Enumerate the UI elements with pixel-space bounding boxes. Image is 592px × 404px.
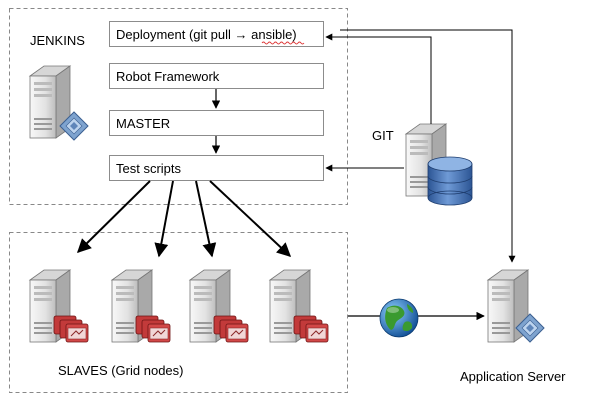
arrow-scripts-to-slave-2 <box>154 180 174 258</box>
slave-node-1 <box>29 269 89 343</box>
step-master-label: MASTER <box>116 116 170 131</box>
slaves-group <box>9 232 348 393</box>
step-robot-framework: Robot Framework <box>109 63 324 89</box>
slave-node-3 <box>189 269 249 343</box>
step-deployment-label: Deployment (git pull → ansible) <box>116 27 297 42</box>
jenkins-title: JENKINS <box>30 33 85 48</box>
arrow-scripts-to-slave-3 <box>195 180 217 258</box>
app-server-icon <box>487 269 545 343</box>
database-icon <box>427 156 473 206</box>
slave-node-4 <box>269 269 329 343</box>
arrow-scripts-to-slave-1 <box>77 180 151 253</box>
jenkins-group <box>9 8 348 205</box>
step-deployment: Deployment (git pull → ansible) <box>109 21 324 47</box>
arrow-deployment-to-app-server <box>340 29 516 263</box>
slave-node-2 <box>111 269 171 343</box>
step-master: MASTER <box>109 110 324 136</box>
globe-icon <box>379 298 419 338</box>
step-test-scripts-label: Test scripts <box>116 161 182 176</box>
arrow-scripts-to-slave-4 <box>209 180 292 257</box>
slaves-label: SLAVES (Grid nodes) <box>58 363 183 378</box>
step-test-scripts: Test scripts <box>109 155 324 181</box>
jenkins-server-icon <box>29 65 89 141</box>
step-robot-framework-label: Robot Framework <box>116 69 220 84</box>
git-label: GIT <box>372 128 394 143</box>
spellcheck-underline <box>261 41 305 45</box>
app-server-label: Application Server <box>460 369 566 384</box>
arrow-git-to-deployment <box>325 33 432 124</box>
